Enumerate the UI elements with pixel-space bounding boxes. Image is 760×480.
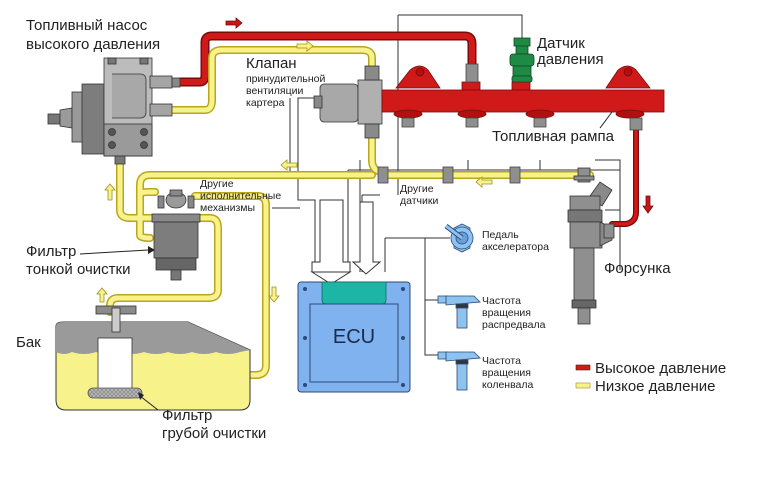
label-fine-filter-2: тонкой очистки: [26, 261, 130, 278]
flow-arrows: [96, 17, 654, 303]
high-pressure-pump: [47, 57, 181, 165]
arrow-down-icon: [268, 286, 280, 303]
label-pressure-sensor-1: Датчик: [537, 35, 585, 52]
label-coarse-filter-2: грубой очистки: [162, 425, 266, 442]
legend-label-low-pressure: Низкое давление: [595, 378, 716, 395]
pointer-arrowhead: [138, 392, 144, 400]
label-coarse-filter-1: Фильтр: [162, 407, 212, 424]
label-valve-sub-1: принудительной: [246, 73, 326, 85]
label-hp-pump-1: Топливный насос: [26, 17, 148, 34]
labels: Топливный насос высокого давления Клапан…: [16, 17, 671, 442]
label-fuel-rail: Топливная рампа: [492, 128, 615, 145]
arrow-down-icon: [642, 195, 654, 214]
label-valve-sub-2: вентиляции: [246, 85, 303, 97]
label-hp-pump-2: высокого давления: [26, 36, 160, 53]
legend: Высокое давление Низкое давление: [575, 360, 726, 395]
crankshaft-speed-sensor: [437, 351, 481, 391]
pressure-sensor: [509, 37, 535, 83]
camshaft-speed-sensor: [437, 295, 481, 329]
arrow-up-icon: [104, 183, 116, 201]
pointer-lines: [79, 111, 613, 411]
crankcase-ventilation-valve: [313, 65, 383, 139]
high-pressure-lines: [175, 31, 639, 227]
arrow-left-icon: [280, 159, 298, 171]
legend-swatch-low-pressure: [575, 382, 591, 389]
label-other-sensors-2: датчики: [400, 195, 438, 207]
return-line-couplers: [377, 166, 521, 184]
label-other-actuators-3: механизмы: [200, 202, 255, 214]
label-camshaft-1: Частота: [482, 295, 521, 307]
label-pressure-sensor-2: давления: [537, 51, 604, 68]
ecu-label: ECU: [333, 326, 375, 348]
legend-label-high-pressure: Высокое давление: [595, 360, 726, 377]
label-camshaft-2: вращения: [482, 307, 531, 319]
fuel-tank: [55, 305, 251, 411]
label-valve: Клапан: [246, 55, 297, 72]
label-accelerator-1: Педаль: [482, 229, 519, 241]
pointer-arrowhead: [148, 246, 155, 254]
label-tank: Бак: [16, 334, 41, 351]
label-valve-sub-3: картера: [246, 97, 285, 109]
label-other-actuators-1: Другие: [200, 178, 234, 190]
low-pressure-lines: [106, 46, 594, 379]
accelerator-pedal-sensor: [444, 223, 474, 253]
fine-filter: [151, 189, 201, 281]
label-camshaft-3: распредвала: [482, 319, 546, 331]
fuel-rail: [381, 63, 665, 131]
label-injector: Форсунка: [604, 260, 671, 277]
label-fine-filter-1: Фильтр: [26, 243, 76, 260]
ecu-input-arrows: [310, 199, 382, 285]
label-crankshaft-1: Частота: [482, 355, 521, 367]
injector: [567, 167, 615, 325]
arrow-left-icon: [475, 176, 493, 188]
label-accelerator-2: акселератора: [482, 241, 549, 253]
label-other-actuators-2: исполнительные: [200, 190, 281, 202]
legend-swatch-high-pressure: [575, 364, 591, 371]
arrow-right-icon: [225, 17, 243, 29]
label-other-sensors-1: Другие: [400, 183, 434, 195]
ecu-unit: ECU: [297, 281, 411, 393]
label-crankshaft-3: коленвала: [482, 379, 534, 391]
label-crankshaft-2: вращения: [482, 367, 531, 379]
arrow-right-icon: [296, 40, 314, 52]
arrow-up-icon: [96, 287, 108, 303]
